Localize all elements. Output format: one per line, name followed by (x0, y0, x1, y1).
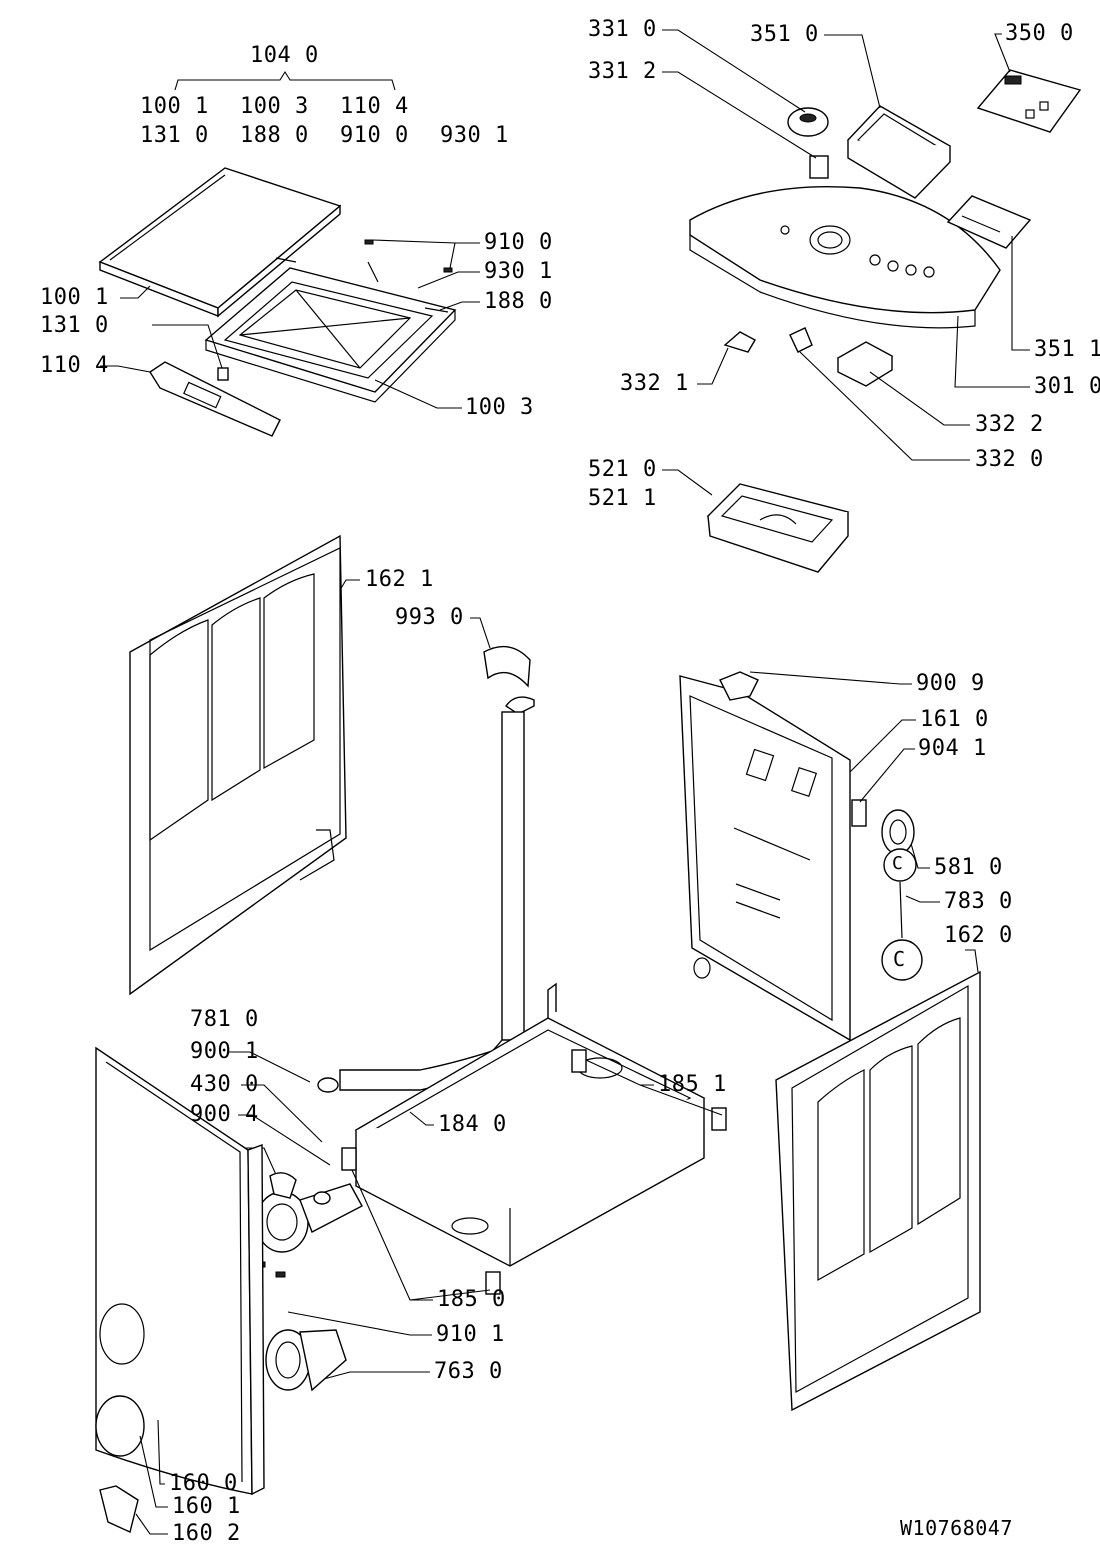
base-frame-part (354, 982, 706, 1267)
callout-1851: 185 1 (658, 1072, 727, 1097)
group-member-9100: 910 0 (340, 123, 409, 148)
callout-9101: 910 1 (436, 1322, 505, 1347)
leaders-base (229, 1051, 723, 1381)
callout-3510: 351 0 (750, 22, 819, 47)
callout-1001: 100 1 (40, 285, 109, 310)
feet (341, 1049, 727, 1295)
callout-1003: 100 3 (465, 395, 534, 420)
top-lid-part (98, 167, 342, 318)
callout-1840: 184 0 (438, 1112, 507, 1137)
console-bracket-right-part (946, 195, 1032, 249)
callout-4300: 430 0 (190, 1072, 259, 1097)
leaders-front (135, 1419, 168, 1535)
group-member-1880: 188 0 (240, 123, 309, 148)
connector-symbol-top: C (892, 853, 904, 874)
callout-3312: 331 2 (588, 59, 657, 84)
side-panel-left-part (129, 534, 347, 996)
document-number: W10768047 (900, 1516, 1013, 1540)
hose-clamp-part (317, 1077, 339, 1093)
group-member-1001: 100 1 (140, 94, 209, 119)
callout-1310: 131 0 (40, 313, 109, 338)
wiring-connector-part (881, 848, 923, 981)
callout-9001: 900 1 (190, 1039, 259, 1064)
front-trim-part (149, 361, 281, 437)
callout-1600: 160 0 (169, 1471, 238, 1496)
callout-3500: 350 0 (1005, 21, 1074, 46)
callout-1610: 161 0 (920, 707, 989, 732)
drain-hose-part (339, 645, 535, 1091)
group-member-9301: 930 1 (440, 123, 509, 148)
knob-part (787, 107, 829, 179)
callout-5810: 581 0 (934, 855, 1003, 880)
callout-7830: 783 0 (944, 889, 1013, 914)
side-panel-right-part (775, 970, 981, 1412)
callout-5210: 521 0 (588, 457, 657, 482)
callout-5211: 521 1 (588, 486, 657, 511)
connector-symbol-bottom: C (893, 947, 906, 971)
leader-1620 (965, 949, 979, 973)
leaders-top-left (100, 239, 480, 409)
pressure-switch-part (881, 809, 915, 855)
callout-3310: 331 0 (588, 17, 657, 42)
console-bracket-part (846, 105, 952, 199)
control-board-part (976, 69, 1082, 133)
callout-3010: 301 0 (1034, 374, 1100, 399)
callout-9930: 993 0 (395, 605, 464, 630)
leaders-top-right (662, 29, 1030, 461)
console-clips (723, 327, 894, 387)
console-panel-part (689, 185, 1001, 329)
dispenser-part (706, 483, 850, 573)
callout-9009: 900 9 (916, 671, 985, 696)
callout-9301: 930 1 (484, 259, 553, 284)
leaders-rear (749, 671, 940, 903)
callout-1850: 185 0 (437, 1287, 506, 1312)
callout-7630: 763 0 (434, 1359, 503, 1384)
front-panel-part (95, 1046, 265, 1533)
callout-1104: 110 4 (40, 353, 109, 378)
group-bracket (174, 70, 396, 91)
callout-1602: 160 2 (172, 1521, 241, 1546)
callout-1601: 160 1 (172, 1494, 241, 1519)
group-member-1003: 100 3 (240, 94, 309, 119)
callout-9004: 900 4 (190, 1102, 259, 1127)
callout-3511: 351 1 (1034, 337, 1100, 362)
pump-part (255, 1172, 363, 1278)
lid-frame-part (204, 267, 457, 403)
callout-1621: 162 1 (365, 567, 434, 592)
callout-1880: 188 0 (484, 289, 553, 314)
callout-3321: 332 1 (620, 371, 689, 396)
callout-3320: 332 0 (975, 447, 1044, 472)
callout-1620: 162 0 (944, 923, 1013, 948)
leader-1621 (339, 579, 360, 591)
lid-latch-part (217, 367, 229, 381)
leader-dispenser (662, 469, 713, 496)
group-label: 104 0 (250, 43, 319, 68)
callout-7810: 781 0 (190, 1007, 259, 1032)
leader-9930 (470, 617, 491, 649)
callout-3322: 332 2 (975, 412, 1044, 437)
group-member-1104: 110 4 (340, 94, 409, 119)
callout-9100: 910 0 (484, 230, 553, 255)
group-member-1310: 131 0 (140, 123, 209, 148)
callout-9041: 904 1 (918, 736, 987, 761)
hinge-pins (275, 239, 453, 313)
filter-part (265, 1329, 347, 1392)
rear-panel-part (679, 671, 867, 1042)
